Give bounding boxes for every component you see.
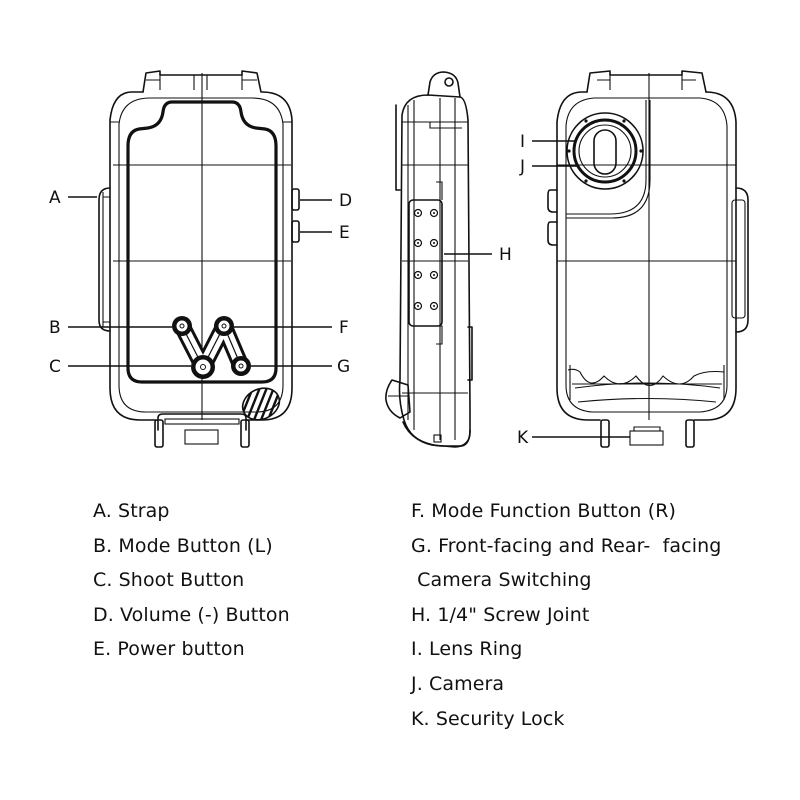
callout-E: E: [339, 223, 350, 243]
legend-item-volume-button: D. Volume (-) Button: [93, 603, 290, 626]
control-buttons: [172, 316, 251, 379]
callout-C: C: [49, 357, 61, 377]
legend-item-camera-switching-cont: Camera Switching: [411, 569, 592, 592]
back-strap: [735, 187, 749, 333]
camera-window: [593, 129, 617, 175]
legend-left-column: A. Strap B. Mode Button (L) C. Shoot But…: [93, 494, 290, 667]
front-top-latch: [142, 70, 262, 93]
callout-D: D: [339, 191, 352, 211]
front-bottom-latch: [157, 413, 247, 431]
back-outer-shell: [556, 91, 737, 421]
legend-item-camera-switching: G. Front-facing and Rear- facing: [411, 534, 722, 557]
legend-item-camera: J. Camera: [411, 672, 505, 695]
callout-H: H: [499, 245, 512, 265]
callout-F: F: [339, 318, 349, 338]
callout-J: J: [519, 157, 525, 177]
callout-A: A: [49, 188, 61, 208]
front-outer-shell: [109, 91, 293, 421]
volume-button-side: [291, 188, 300, 211]
legend-item-strap: A. Strap: [93, 500, 170, 522]
back-view: [547, 70, 749, 448]
screw-joint: [408, 181, 443, 345]
front-screen-gasket: [126, 100, 278, 384]
legend-item-shoot-button: C. Shoot Button: [93, 569, 245, 592]
legend-item-mode-function-button-r: F. Mode Function Button (R): [411, 500, 677, 522]
side-view: [385, 71, 473, 448]
legend-right-column: F. Mode Function Button (R) G. Front-fac…: [411, 494, 721, 736]
legend-item-power-button: E. Power button: [93, 638, 245, 661]
callout-K: K: [517, 428, 529, 448]
legend-item-security-lock: K. Security Lock: [411, 707, 565, 730]
front-callouts: A B C D E F G: [49, 188, 352, 377]
back-callouts: I J K: [517, 132, 630, 448]
legend-item-lens-ring: I. Lens Ring: [411, 638, 523, 661]
callout-G: G: [337, 357, 350, 377]
legend-item-screw-joint: H. 1/4" Screw Joint: [411, 603, 590, 626]
housing-diagram: A B C D E F G: [49, 70, 749, 448]
side-callouts: H: [444, 245, 512, 265]
strap: [98, 187, 111, 332]
front-view: [98, 70, 300, 448]
callout-I: I: [520, 132, 525, 152]
lens-ring: [566, 112, 644, 190]
callout-B: B: [49, 318, 61, 338]
legend-item-mode-button-l: B. Mode Button (L): [93, 534, 273, 557]
power-button-side: [291, 220, 300, 243]
